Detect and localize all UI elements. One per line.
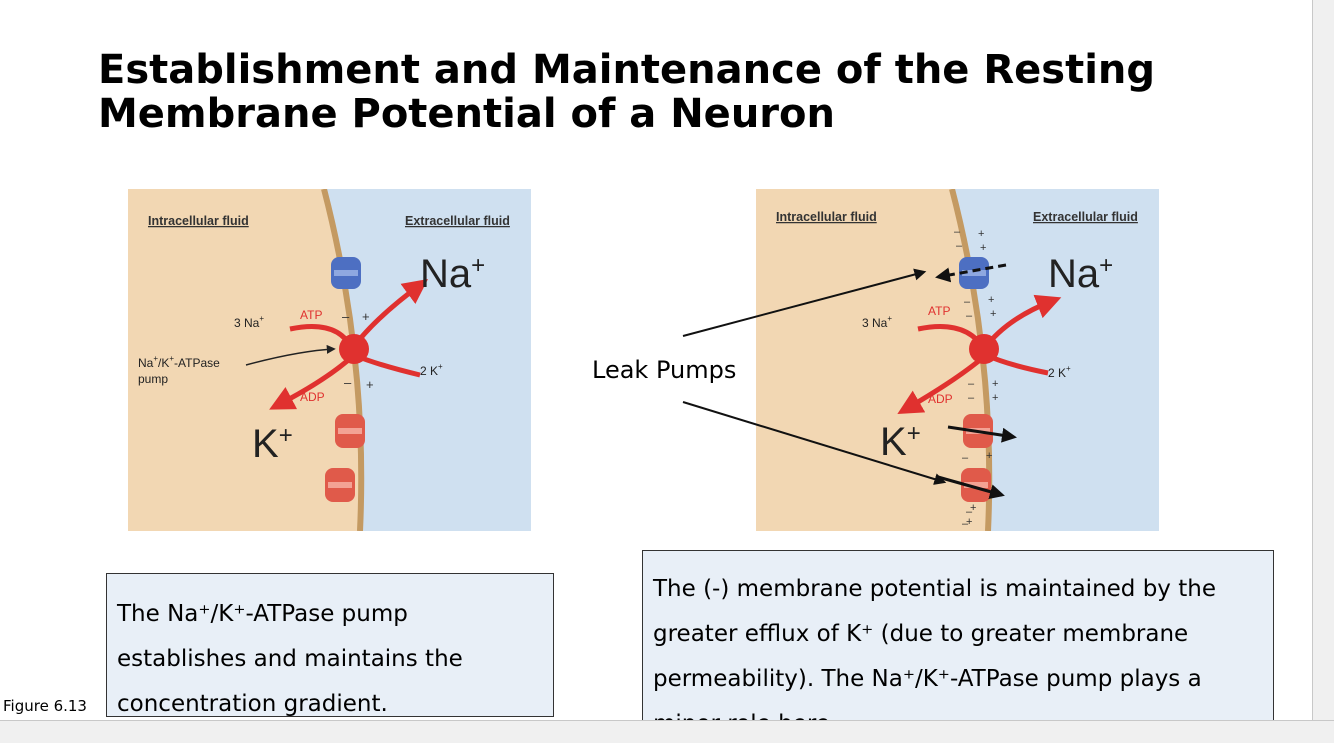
svg-text:–: – (964, 296, 971, 308)
svg-text:–: – (966, 310, 973, 322)
leak-pumps-label: Leak Pumps (592, 356, 737, 384)
title-line-1: Establishment and Maintenance of the Res… (98, 47, 1156, 93)
pump-label: Na+/K+-ATPase (138, 354, 220, 370)
na-k-atpase-pump (969, 334, 999, 364)
k-leak-channel (961, 468, 991, 502)
svg-text:+: + (362, 309, 370, 324)
textbox-potential-maintenance: The (-) membrane potential is maintained… (642, 550, 1274, 720)
k-channel (335, 414, 365, 448)
intracellular-label: Intracellular fluid (776, 210, 877, 224)
na-leak-channel (959, 257, 989, 289)
svg-text:+: + (366, 377, 374, 392)
svg-text:–: – (342, 309, 350, 324)
k-channel (325, 468, 355, 502)
intracellular-region (756, 189, 990, 531)
na-big-label: Na+ (1048, 252, 1113, 296)
svg-text:–: – (968, 378, 975, 390)
svg-text:+: + (988, 294, 994, 306)
na-big-label: Na+ (420, 252, 485, 296)
svg-text:+: + (992, 378, 998, 390)
svg-text:3 Na+: 3 Na+ (234, 314, 264, 330)
svg-text:–: – (966, 506, 973, 518)
intracellular-label: Intracellular fluid (148, 214, 249, 228)
right-membrane-diagram: Intracellular fluid Extracellular fluid … (756, 189, 1159, 531)
title-line-2: Membrane Potential of a Neuron (98, 91, 835, 137)
svg-text:–: – (962, 518, 969, 530)
left-membrane-diagram: Intracellular fluid Extracellular fluid … (128, 189, 531, 531)
na-channel (331, 257, 361, 289)
svg-text:2 K+: 2 K+ (1048, 364, 1071, 380)
k-big-label: K+ (252, 422, 293, 466)
atp-label: ATP (928, 304, 950, 318)
svg-text:2 K+: 2 K+ (420, 362, 443, 378)
svg-text:+: + (966, 516, 972, 528)
adp-label: ADP (928, 392, 953, 406)
svg-text:+: + (970, 502, 976, 514)
extracellular-label: Extracellular fluid (405, 214, 510, 228)
svg-text:+: + (990, 308, 996, 320)
svg-text:–: – (968, 392, 975, 404)
slide-title: Establishment and Maintenance of the Res… (98, 48, 1248, 136)
atp-label: ATP (300, 308, 322, 322)
svg-text:–: – (954, 226, 961, 238)
svg-text:+: + (980, 242, 986, 254)
figure-label: Figure 6.13 (3, 697, 87, 715)
intracellular-region (128, 189, 362, 531)
extracellular-label: Extracellular fluid (1033, 210, 1138, 224)
slide: Establishment and Maintenance of the Res… (0, 0, 1312, 720)
svg-text:+: + (978, 228, 984, 240)
k-efflux-arrow (937, 475, 1005, 499)
na-leak-arrow (935, 263, 1007, 283)
pump-label-line2: pump (138, 372, 168, 386)
pump-pointer (245, 344, 336, 366)
two-k-label: 2 K (420, 364, 438, 378)
svg-text:+: + (986, 450, 992, 462)
svg-text:–: – (344, 375, 352, 390)
k-efflux-arrow (947, 425, 1017, 443)
na-k-atpase-pump (339, 334, 369, 364)
svg-text:+: + (992, 392, 998, 404)
horizontal-scrollbar[interactable] (0, 720, 1334, 743)
three-na-label: 3 Na (862, 316, 888, 330)
two-k-label: 2 K (1048, 366, 1066, 380)
textbox-pump-role: The Na⁺/K⁺-ATPase pump establishes and m… (106, 573, 554, 717)
svg-text:–: – (962, 452, 969, 464)
svg-text:–: – (956, 240, 963, 252)
vertical-scrollbar[interactable] (1312, 0, 1334, 720)
three-na-label: 3 Na (234, 316, 260, 330)
adp-label: ADP (300, 390, 325, 404)
